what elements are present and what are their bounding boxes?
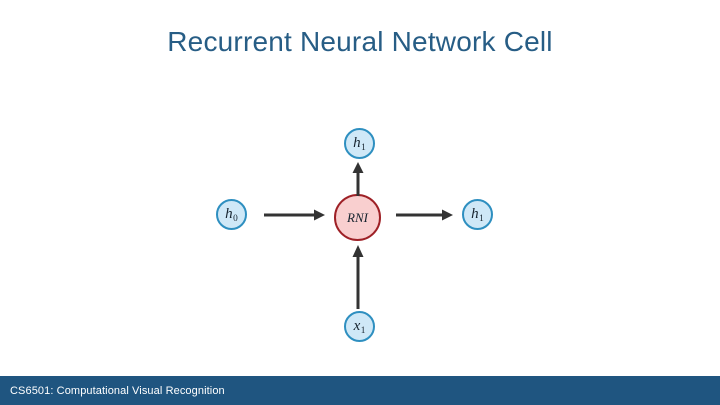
node-h1-top[interactable]: h1	[344, 128, 375, 159]
node-rnn-cell[interactable]: RNI	[334, 194, 381, 241]
node-h0-left-label: h0	[225, 206, 238, 224]
arrow-x1-to-rnn-icon	[350, 245, 366, 309]
footer-bar: CS6501: Computational Visual Recognition	[0, 376, 720, 405]
node-rnn-cell-label: RNI	[347, 210, 368, 225]
node-h1-top-label: h1	[353, 135, 366, 153]
footer-course-label: CS6501: Computational Visual Recognition	[10, 384, 225, 397]
node-x1-bottom[interactable]: x1	[344, 311, 375, 342]
arrow-h0-to-rnn-icon	[264, 207, 326, 223]
node-x1-bottom-label: x1	[353, 318, 366, 336]
node-h1-right-label: h1	[471, 206, 484, 224]
page-title: Recurrent Neural Network Cell	[167, 26, 553, 57]
arrow-rnn-to-h1-top-icon	[350, 162, 366, 196]
node-h0-left[interactable]: h0	[216, 199, 247, 230]
node-h1-right[interactable]: h1	[462, 199, 493, 230]
rnn-cell-diagram: h1 h0 RNI h1 x1	[216, 128, 493, 342]
arrow-rnn-to-h1-icon	[396, 207, 454, 223]
